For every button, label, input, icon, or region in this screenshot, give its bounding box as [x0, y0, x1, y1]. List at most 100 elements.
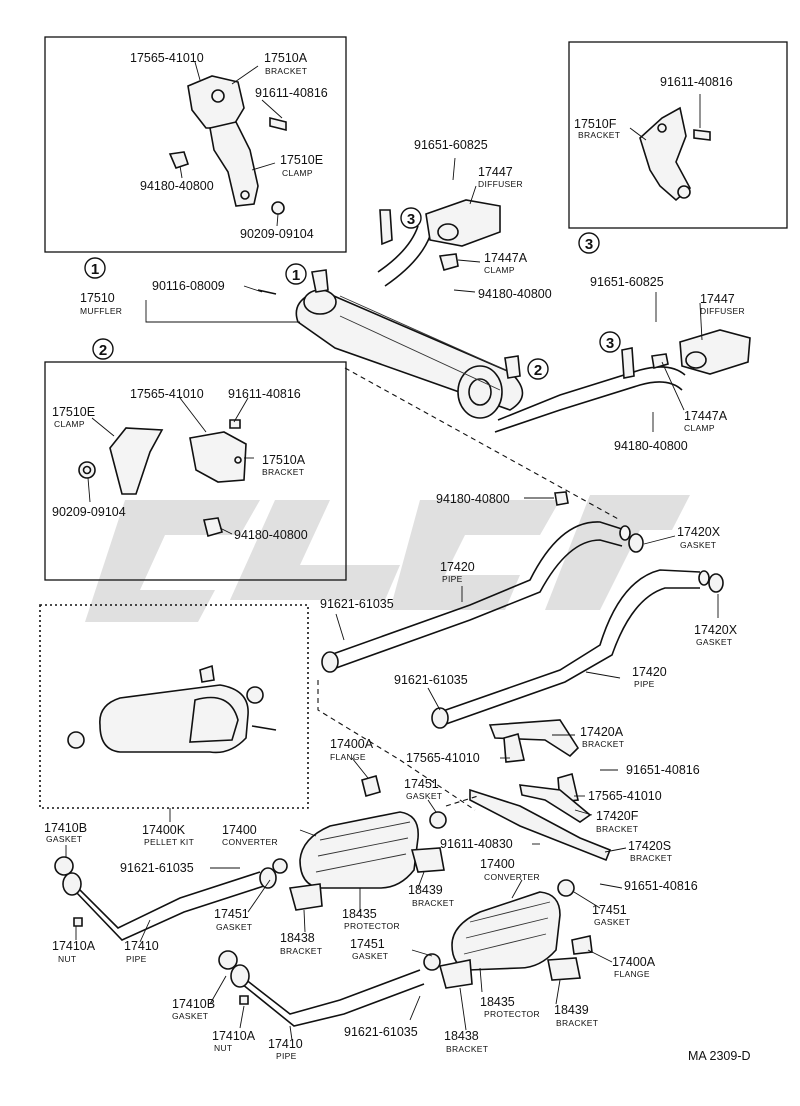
part-label: 91621-61035 [120, 861, 194, 875]
part-number: 91621-61035 [344, 1025, 418, 1039]
part-number: 17510 [80, 291, 115, 305]
part-number: 17410 [124, 939, 159, 953]
part-name: CLAMP [282, 168, 313, 178]
part-label: 91611-40816 [660, 75, 733, 89]
front-pipes-17410 [54, 856, 425, 1027]
part-name: PIPE [442, 574, 463, 584]
diagram-code: MA 2309-D [688, 1049, 751, 1063]
part-number: 18438 [444, 1029, 479, 1043]
part-number: 18438 [280, 931, 315, 945]
part-number: 17400A [330, 737, 374, 751]
muffler-assembly [257, 199, 751, 433]
part-number: 91651-60825 [590, 275, 664, 289]
part-number: 17510E [52, 405, 95, 419]
part-label: 94180-40800 [436, 492, 510, 506]
part-number: 91651-40816 [626, 763, 700, 777]
part-name: BRACKET [265, 66, 307, 76]
part-number: 17447 [700, 292, 735, 306]
part-number: 17451 [592, 903, 627, 917]
part-number: 18439 [408, 883, 443, 897]
part-name: PIPE [276, 1051, 297, 1061]
part-name: PROTECTOR [484, 1009, 540, 1019]
part-name: FLANGE [614, 969, 650, 979]
part-number: 17410A [212, 1029, 256, 1043]
part-name: BRACKET [630, 853, 672, 863]
part-label: 91611-40816 [255, 86, 328, 100]
part-number: 94180-40800 [234, 528, 308, 542]
part-number: 91611-40816 [255, 86, 328, 100]
part-name: BRACKET [556, 1018, 598, 1028]
part-number: 91611-40816 [660, 75, 733, 89]
part-label: 91651-40816 [626, 763, 700, 777]
part-number: 17410 [268, 1037, 303, 1051]
part-number: 17451 [404, 777, 439, 791]
inset2-clamp-bracket [78, 419, 247, 537]
part-label: 91651-60825 [414, 138, 488, 152]
inset-box-3 [568, 41, 788, 229]
part-label: 94180-40800 [234, 528, 308, 542]
part-number: 94180-40800 [140, 179, 214, 193]
part-number: 17400A [612, 955, 656, 969]
part-number: 17510A [264, 51, 308, 65]
part-name: BRACKET [578, 130, 620, 140]
part-number: 91611-40816 [228, 387, 301, 401]
converter-lower [423, 879, 593, 989]
part-name: PELLET KIT [144, 837, 194, 847]
part-number: 17447A [484, 251, 528, 265]
part-name: CLAMP [684, 423, 715, 433]
pellet-kit-drawing [67, 664, 277, 754]
circle-ref-label: 3 [407, 211, 415, 228]
inset1-bracket-clamp [168, 75, 287, 215]
part-number: 17510A [262, 453, 306, 467]
circle-ref-label: 3 [585, 236, 593, 253]
circle-ref-label: 1 [292, 267, 300, 284]
part-label: 94180-40800 [614, 439, 688, 453]
part-number: 90209-09104 [52, 505, 126, 519]
part-number: 17420X [677, 525, 721, 539]
part-name: CLAMP [484, 265, 515, 275]
part-number: 17420F [596, 809, 639, 823]
part-number: 18439 [554, 1003, 589, 1017]
part-name: BRACKET [446, 1044, 488, 1054]
part-label: 17565-41010 [588, 789, 662, 803]
part-name: BRACKET [280, 946, 322, 956]
part-name: GASKET [216, 922, 252, 932]
part-number: 91621-61035 [120, 861, 194, 875]
part-number: 18435 [342, 907, 377, 921]
part-name: GASKET [594, 917, 630, 927]
part-label: 17565-41010 [406, 751, 480, 765]
part-name: CLAMP [54, 419, 85, 429]
part-number: 90209-09104 [240, 227, 314, 241]
part-name: CONVERTER [222, 837, 278, 847]
converter-upper [288, 775, 447, 911]
part-number: 17410B [44, 821, 87, 835]
circle-ref-3-main-upper: 3 [400, 207, 422, 229]
part-name: BRACKET [412, 898, 454, 908]
connector-line [445, 795, 479, 807]
inset-box-2 [44, 361, 347, 581]
part-label: 94180-40800 [140, 179, 214, 193]
part-number: 17410B [172, 997, 215, 1011]
part-name: GASKET [352, 951, 388, 961]
part-number: 17420 [632, 665, 667, 679]
part-number: 17565-41010 [406, 751, 480, 765]
